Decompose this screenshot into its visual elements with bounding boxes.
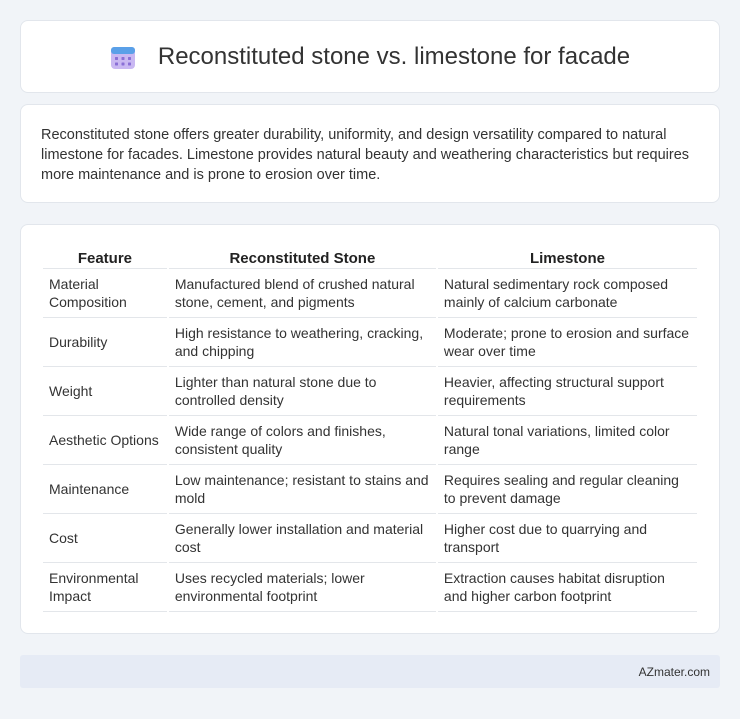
table-row: Material Composition Manufactured blend … [43, 269, 697, 318]
limestone-cell: Higher cost due to quarrying and transpo… [437, 514, 697, 563]
limestone-cell: Moderate; prone to erosion and surface w… [437, 318, 697, 367]
feature-cell: Maintenance [43, 465, 167, 514]
feature-cell: Weight [43, 367, 167, 416]
feature-cell: Material Composition [43, 269, 167, 318]
title-card: Reconstituted stone vs. limestone for fa… [20, 20, 720, 93]
summary-card: Reconstituted stone offers greater durab… [20, 104, 720, 203]
footer-bar: AZmater.com [20, 655, 720, 688]
reconstituted-cell: Low maintenance; resistant to stains and… [168, 465, 436, 514]
comparison-table: Feature Reconstituted Stone Limestone Ma… [41, 245, 699, 612]
feature-cell: Aesthetic Options [43, 416, 167, 465]
limestone-cell: Natural tonal variations, limited color … [437, 416, 697, 465]
table-row: Durability High resistance to weathering… [43, 318, 697, 367]
reconstituted-cell: Wide range of colors and finishes, consi… [168, 416, 436, 465]
table-row: Environmental Impact Uses recycled mater… [43, 563, 697, 612]
reconstituted-cell: Generally lower installation and materia… [168, 514, 436, 563]
header-reconstituted-stone: Reconstituted Stone [168, 245, 436, 269]
reconstituted-cell: Manufactured blend of crushed natural st… [168, 269, 436, 318]
reconstituted-cell: Lighter than natural stone due to contro… [168, 367, 436, 416]
calendar-icon [110, 44, 136, 70]
limestone-cell: Requires sealing and regular cleaning to… [437, 465, 697, 514]
reconstituted-cell: Uses recycled materials; lower environme… [168, 563, 436, 612]
reconstituted-cell: High resistance to weathering, cracking,… [168, 318, 436, 367]
limestone-cell: Extraction causes habitat disruption and… [437, 563, 697, 612]
feature-cell: Cost [43, 514, 167, 563]
feature-cell: Environmental Impact [43, 563, 167, 612]
table-row: Cost Generally lower installation and ma… [43, 514, 697, 563]
title-wrap: Reconstituted stone vs. limestone for fa… [110, 43, 630, 71]
page-title: Reconstituted stone vs. limestone for fa… [157, 42, 631, 70]
table-header-row: Feature Reconstituted Stone Limestone [43, 245, 697, 269]
header-limestone: Limestone [437, 245, 697, 269]
limestone-cell: Heavier, affecting structural support re… [437, 367, 697, 416]
feature-cell: Durability [43, 318, 167, 367]
table-row: Weight Lighter than natural stone due to… [43, 367, 697, 416]
summary-text: Reconstituted stone offers greater durab… [41, 127, 690, 183]
table-row: Aesthetic Options Wide range of colors a… [43, 416, 697, 465]
header-feature: Feature [43, 245, 167, 269]
table-row: Maintenance Low maintenance; resistant t… [43, 465, 697, 514]
limestone-cell: Natural sedimentary rock composed mainly… [437, 269, 697, 318]
footer-brand: AZmater.com [638, 664, 710, 679]
comparison-card: Feature Reconstituted Stone Limestone Ma… [20, 224, 720, 634]
